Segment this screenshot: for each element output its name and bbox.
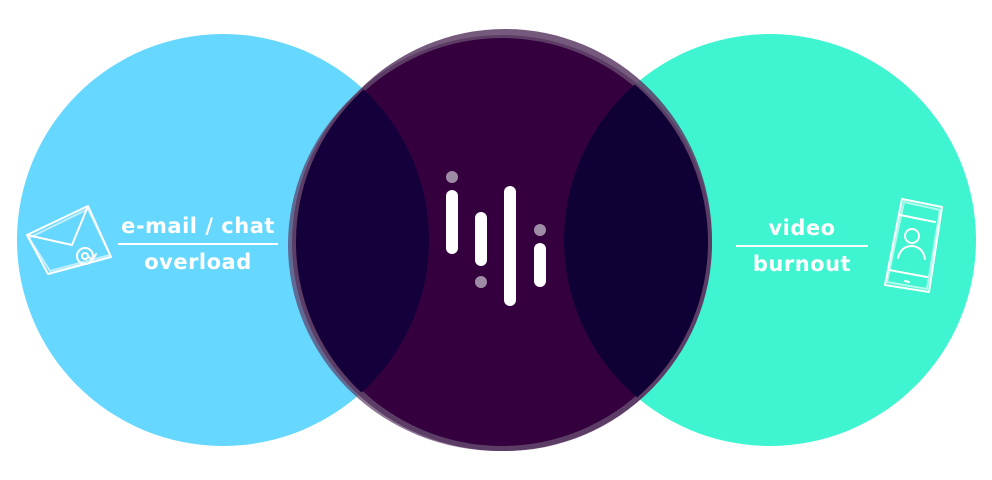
- smartphone-user-icon: [884, 198, 943, 293]
- left-label-divider: [118, 243, 278, 245]
- audio-bars-logo-icon: [446, 171, 546, 306]
- envelope-at-icon: [26, 205, 112, 275]
- right-label-bottom: burnout: [752, 252, 852, 276]
- left-label-bottom: overload: [144, 250, 252, 274]
- right-circle-label: video burnout: [736, 214, 868, 278]
- left-circle-label: e-mail / chat overload: [118, 212, 278, 276]
- left-label-top: e-mail / chat: [121, 214, 275, 238]
- right-label-top: video: [768, 216, 836, 240]
- right-overlap: [564, 36, 708, 446]
- right-label-divider: [736, 245, 868, 247]
- left-overlap: [296, 36, 429, 446]
